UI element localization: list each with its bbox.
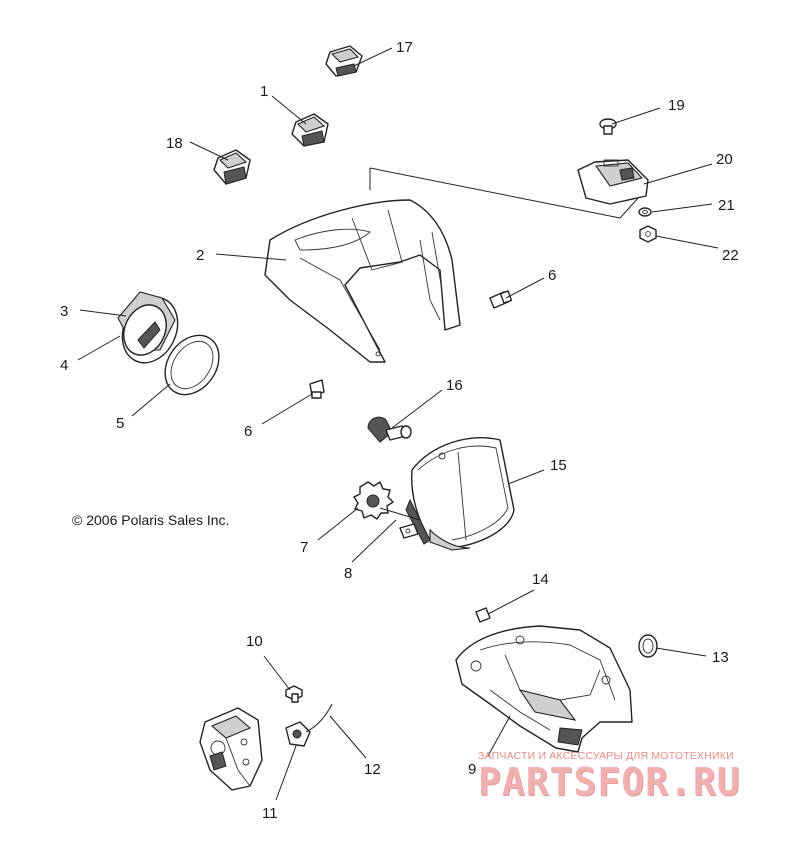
part-8-adjuster-rod (379, 507, 421, 539)
part-21-washer (638, 207, 652, 217)
part-1-switch (291, 113, 329, 147)
callout-17: 17 (396, 39, 413, 56)
callout-labels: 17 1 18 19 20 21 22 2 6 3 4 5 6 16 15 7 … (60, 39, 739, 822)
part-actuator-motor (199, 707, 263, 791)
watermark-brand: PARTSFOR.RU (478, 760, 741, 804)
part-9-lower-housing (455, 625, 633, 753)
part-14-clip (475, 607, 491, 623)
assembly-bracket-lines (369, 167, 641, 219)
part-17-switch (325, 45, 363, 77)
part-13-grommet (638, 634, 658, 658)
callout-12: 12 (364, 761, 381, 778)
part-2-hood (264, 199, 461, 363)
part-20-bracket (577, 159, 649, 205)
part-6-screw-lower (309, 379, 325, 399)
part-22-nut (639, 225, 657, 243)
leader-lines (77, 47, 719, 801)
callout-21: 21 (718, 197, 735, 214)
callout-11: 11 (262, 805, 278, 822)
callout-13: 13 (712, 649, 729, 666)
callout-6-lower: 6 (244, 423, 252, 440)
part-3-4-bezel (117, 291, 179, 364)
callout-2: 2 (196, 247, 204, 264)
part-11-sensor (285, 721, 311, 747)
part-6-screw-upper (489, 290, 513, 309)
part-19-screw (599, 118, 617, 135)
part-15-headlight (405, 436, 515, 551)
callout-19: 19 (668, 97, 685, 114)
callout-20: 20 (716, 151, 733, 168)
part-12-wire (305, 703, 333, 733)
callout-7: 7 (300, 539, 308, 556)
callout-4: 4 (60, 357, 68, 374)
callout-14: 14 (532, 571, 549, 588)
callout-8: 8 (344, 565, 352, 582)
callout-3: 3 (60, 303, 68, 320)
part-16-bulb (367, 416, 412, 443)
callout-15: 15 (550, 457, 567, 474)
callout-10: 10 (246, 633, 263, 650)
part-10-bolt (285, 685, 303, 703)
callout-18: 18 (166, 135, 183, 152)
watermark-subtitle: ЗАПЧАСТИ И АКСЕССУАРЫ ДЛЯ МОТОТЕХНИКИ (478, 750, 734, 762)
callout-22: 22 (722, 247, 739, 264)
watermark: ЗАПЧАСТИ И АКСЕССУАРЫ ДЛЯ МОТОТЕХНИКИ PA… (478, 750, 798, 802)
part-7-adjuster-knob (353, 481, 394, 520)
callout-6-upper: 6 (548, 267, 556, 284)
part-18-switch (213, 149, 251, 185)
part-5-seal-ring (164, 334, 220, 396)
callout-5: 5 (116, 415, 124, 432)
callout-16: 16 (446, 377, 463, 394)
callout-1: 1 (260, 83, 268, 100)
callout-9: 9 (468, 761, 476, 778)
copyright-notice: © 2006 Polaris Sales Inc. (72, 512, 230, 528)
